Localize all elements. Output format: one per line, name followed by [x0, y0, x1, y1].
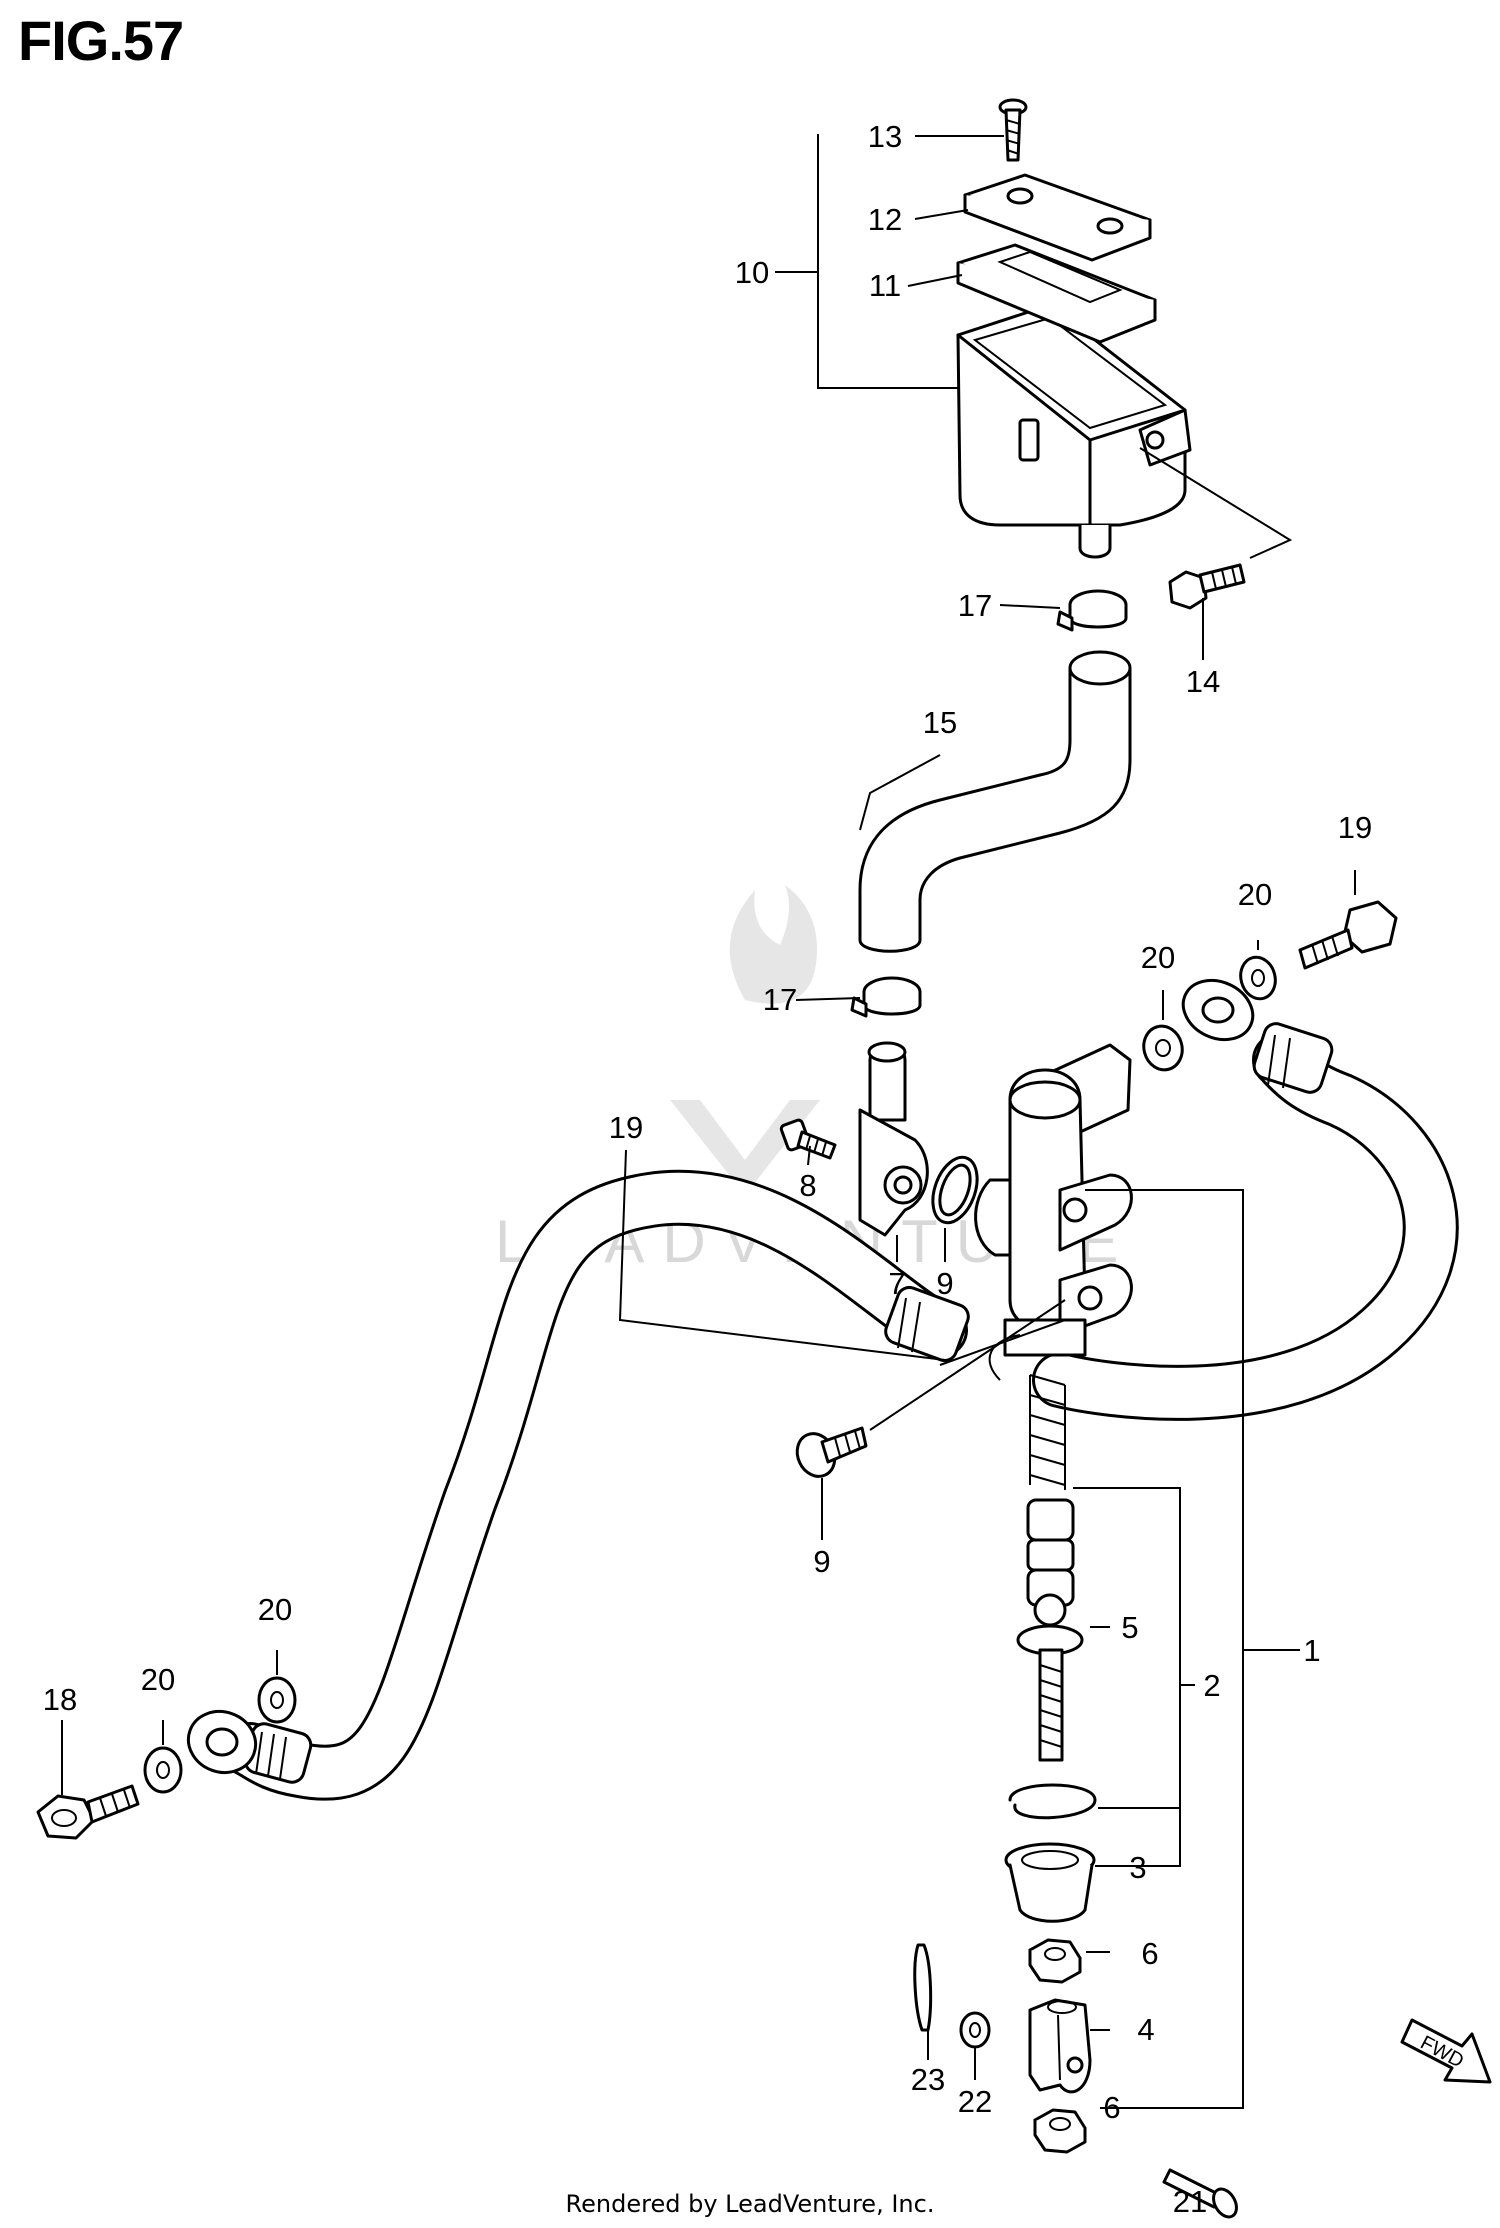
part-19-bolt-left: [36, 1784, 140, 1840]
part-6-nut-upper: [1028, 1938, 1082, 1984]
part-20-washer-right-a: [1239, 955, 1277, 1001]
callout-20-right-b: 20: [1141, 940, 1175, 975]
part-20-washer-left-a: [143, 1746, 183, 1794]
part-20-washer-left-b: [257, 1676, 297, 1724]
callout-17-upper: 17: [958, 588, 992, 623]
callout-6-lower: 6: [1103, 2090, 1120, 2125]
callout-14: 13: [868, 119, 902, 154]
part-17-clamp-upper: [1056, 589, 1128, 632]
callout-6-upper: 6: [1141, 1936, 1158, 1971]
master-cylinder-body: [974, 1043, 1133, 1381]
callout-9: 8: [799, 1168, 816, 1203]
callout-20-left-a: 20: [141, 1662, 175, 1697]
callout-22: 22: [958, 2084, 992, 2119]
callout-23: 23: [911, 2062, 945, 2097]
callout-20-left-b: 20: [258, 1592, 292, 1627]
callout-1: 1: [1303, 1633, 1320, 1668]
part-18-hose: [186, 1169, 970, 1801]
callout-5: 5: [1121, 1610, 1138, 1645]
callout-12: 11: [869, 268, 901, 303]
callout-20-right-a: 20: [1238, 877, 1272, 912]
part-9-screw: [779, 1118, 837, 1160]
callout-17-lower: 17: [763, 982, 797, 1017]
callout-4: 4: [1137, 2012, 1154, 2047]
callout-19-right: 19: [1338, 810, 1372, 845]
part-11-reservoir: [956, 303, 1192, 559]
part-21-pin: [1162, 2168, 1238, 2219]
callout-16: 15: [923, 705, 957, 740]
part-16-reservoir-hose: [858, 650, 1132, 953]
callout-19-left: 18: [43, 1682, 77, 1717]
part-19-bolt-right: [1298, 900, 1398, 970]
part-14-screw: [998, 98, 1028, 162]
part-10-bolt: [795, 1426, 868, 1478]
part-3-boot: [1004, 1842, 1096, 1923]
figure-title: FIG.57: [18, 9, 184, 72]
callout-8: 9: [936, 1266, 953, 1301]
part-13-cap: [963, 173, 1152, 262]
part-4-clevis: [1028, 1998, 1092, 2094]
part-8-o-ring: [931, 1155, 979, 1225]
circlip: [1008, 1783, 1097, 1820]
part-17-clamp-lower: [850, 976, 922, 1018]
callout-2: 2: [1203, 1668, 1220, 1703]
callout-11: 10: [735, 255, 769, 290]
part-5-push-rod: [1016, 1593, 1084, 1762]
part-22-washer: [959, 2011, 991, 2049]
callout-18: 19: [609, 1110, 643, 1145]
footer-credit: Rendered by LeadVenture, Inc.: [565, 2190, 935, 2218]
part-20-washer-right-b: [1142, 1024, 1184, 1072]
fwd-arrow: FWD: [1400, 2018, 1492, 2084]
callouts: 13 12 11 10 17 14 15 19 20 20 17 19 8 7 …: [43, 119, 1372, 2219]
callout-7: 7: [888, 1266, 905, 1301]
part-6-nut-lower: [1033, 2108, 1087, 2154]
right-hose: [1032, 978, 1459, 1421]
callout-21: 21: [1173, 2184, 1207, 2219]
callout-13: 12: [868, 202, 902, 237]
leader-lines: [61, 134, 1356, 2109]
part-15-bolt: [1168, 563, 1246, 610]
callout-15: 14: [1186, 664, 1220, 699]
part-2-piston: [1026, 1498, 1075, 1607]
part-2-spring: [1029, 1374, 1066, 1490]
callout-3: 3: [1129, 1850, 1146, 1885]
part-23-cotter-pin: [913, 1943, 933, 2032]
callout-10: 9: [813, 1544, 830, 1579]
part-7-fitting: [858, 1041, 929, 1237]
